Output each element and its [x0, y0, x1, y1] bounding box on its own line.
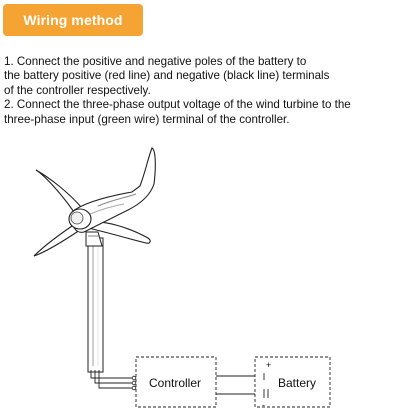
instruction-line: of the controller respectively. — [4, 83, 151, 97]
controller-label: Controller — [149, 376, 202, 390]
battery-wires — [216, 375, 255, 395]
three-phase-wires — [90, 370, 132, 389]
battery-label: Battery — [278, 376, 317, 390]
battery-positive-mark: + — [266, 360, 271, 370]
instruction-line: three-phase input (green wire) terminal … — [4, 112, 290, 126]
instruction-line: 1. Connect the positive and negative pol… — [4, 55, 307, 68]
instruction-line: the battery positive (red line) and nega… — [4, 69, 330, 83]
wiring-method-badge: Wiring method — [3, 4, 143, 36]
controller-box — [135, 356, 217, 408]
battery-terminals — [263, 373, 269, 398]
wiring-instructions: 1. Connect the positive and negative pol… — [4, 55, 416, 127]
terminal-dots — [131, 375, 137, 391]
turbine-hub — [68, 208, 103, 247]
turbine-tower — [87, 237, 104, 373]
turbine-nacelle — [71, 147, 156, 233]
battery-negative-mark: - — [262, 400, 265, 409]
wiring-method-title: Wiring method — [23, 12, 123, 28]
instruction-line: 2. Connect the three-phase output voltag… — [4, 98, 351, 112]
battery-box — [254, 356, 331, 408]
